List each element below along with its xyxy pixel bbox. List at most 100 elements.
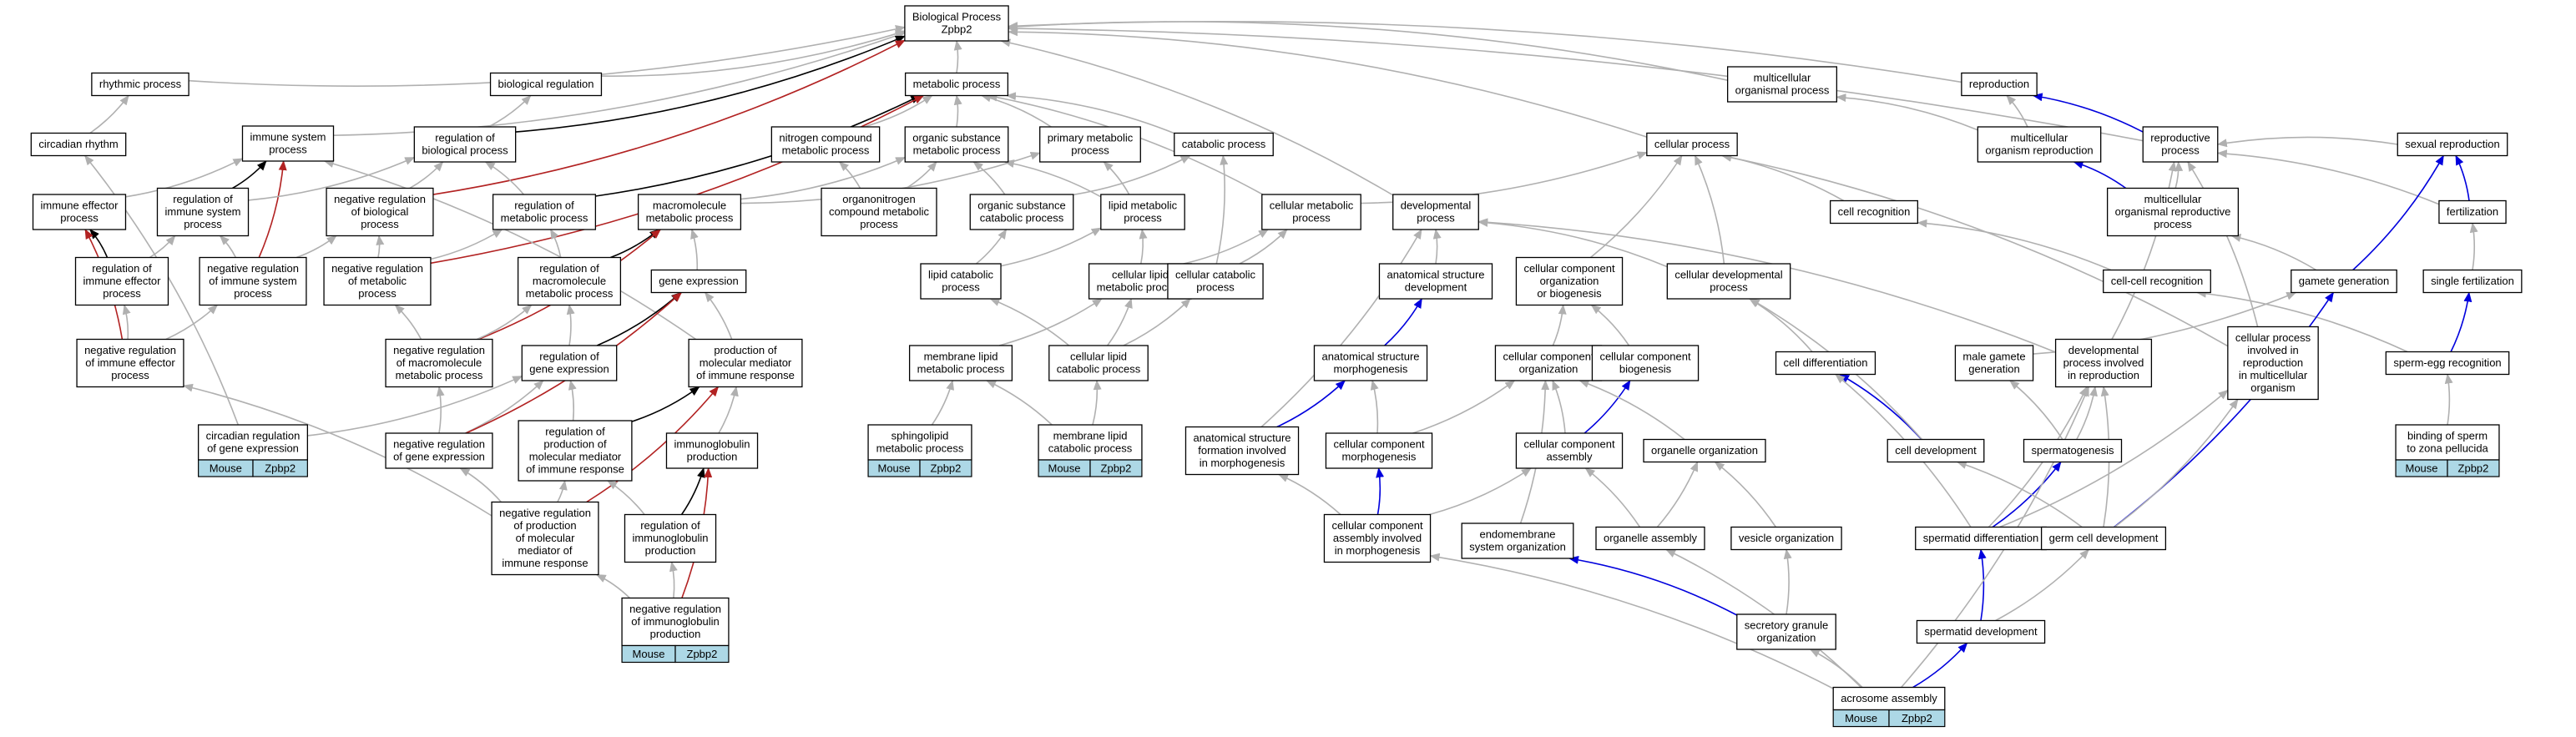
node-label: regulation of [173,193,233,205]
edge-is-a [1215,154,1229,265]
node-celldev[interactable]: cell development [1887,438,1985,463]
node-organelleorg[interactable]: organelle organization [1643,438,1766,463]
edge-is-a [477,304,533,341]
node-box [2385,351,2510,376]
node-reproduction[interactable]: reproduction [1961,72,2038,97]
node-label: cellular component [1599,351,1691,363]
node-box [2422,269,2523,294]
node-label: organonitrogen [842,193,915,205]
node-gamete[interactable]: gamete generation [2291,269,2397,294]
node-orgassembly[interactable]: organelle assembly [1595,526,1705,551]
node-label: production [650,628,701,640]
node-box [650,269,747,294]
node-geneexp[interactable]: gene expression [650,269,747,294]
node-circadian[interactable]: circadian rhythm [30,132,127,157]
node-spermatogen[interactable]: spermatogenesis [2023,438,2123,463]
node-cellcell[interactable]: cell-cell recognition [2103,269,2211,294]
node-germcell[interactable]: germ cell development [2040,526,2167,551]
node-spermdev[interactable]: spermatid development [1916,619,2046,644]
node-box [199,256,307,306]
node-cellular[interactable]: cellular process [1646,132,1738,157]
node-label: macromolecule [653,199,726,212]
node-spermegg[interactable]: sperm-egg recognition [2385,351,2510,376]
node-label: morphogenesis [1342,451,1417,463]
edge-is-a [1107,298,1133,346]
node-vesicle[interactable]: vesicle organization [1730,526,1842,551]
node-fertil[interactable]: fertilization [2438,199,2507,225]
edge-is-a [1714,461,1777,528]
node-sexual[interactable]: sexual reproduction [2397,132,2508,157]
node-label: production of [543,438,607,451]
node-rhythmic[interactable]: rhythmic process [91,72,189,97]
node-label: of immunoglobulin [631,615,720,628]
node-metabolic[interactable]: metabolic process [904,72,1009,97]
node-catabolic[interactable]: catabolic process [1174,132,1274,157]
node-box [32,194,127,230]
node-label: male gamete [1962,351,2025,363]
node-cellrecog[interactable]: cell recognition [1829,199,1919,225]
node-bioreg[interactable]: biological regulation [489,72,603,97]
node-celldiff[interactable]: cell differentiation [1775,351,1876,376]
node-spermdiff[interactable]: spermatid differentiation [1915,526,2047,551]
node-singlefert[interactable]: single fertilization [2422,269,2523,294]
